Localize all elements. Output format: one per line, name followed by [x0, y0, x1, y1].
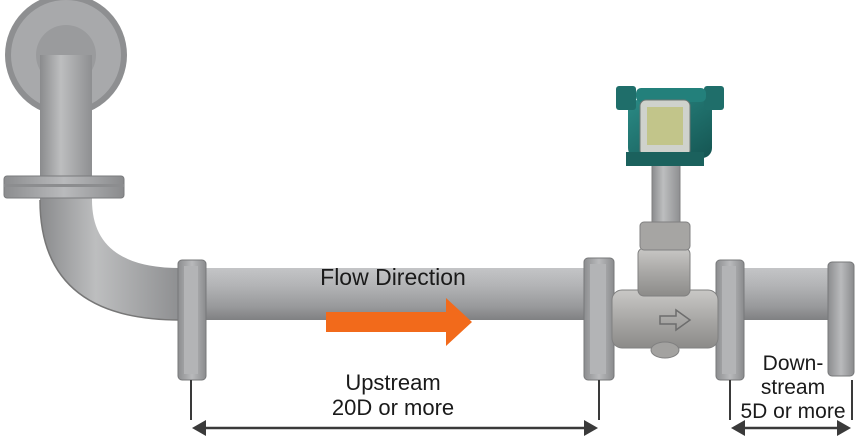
transmitter-icon	[616, 86, 724, 166]
upstream-label-line2: 20D or more	[331, 395, 455, 421]
flowmeter-body	[611, 164, 719, 359]
downstream-label-line3: 5D or more	[740, 400, 846, 424]
upstream-inlet-flange	[177, 259, 207, 381]
riser-flange	[3, 175, 125, 199]
main-pipe	[178, 268, 608, 320]
upstream-dimension	[190, 380, 600, 436]
flow-direction-label: Flow Direction	[320, 264, 466, 290]
downstream-dimension	[729, 380, 853, 436]
flow-direction-arrow-icon	[326, 298, 472, 346]
upstream-label: Upstream 20D or more	[300, 370, 486, 421]
meter-downstream-flange	[715, 259, 745, 381]
body-flow-arrow-icon	[659, 308, 692, 332]
downstream-label-line2: stream	[760, 376, 826, 400]
outlet-flange	[827, 261, 855, 377]
upstream-label-line1: Upstream	[345, 370, 441, 395]
downstream-label-line1: Down-	[762, 352, 824, 375]
downstream-label: Down- stream 5D or more	[738, 352, 848, 424]
elbow-pipe	[39, 55, 181, 321]
meter-upstream-flange	[583, 257, 615, 381]
